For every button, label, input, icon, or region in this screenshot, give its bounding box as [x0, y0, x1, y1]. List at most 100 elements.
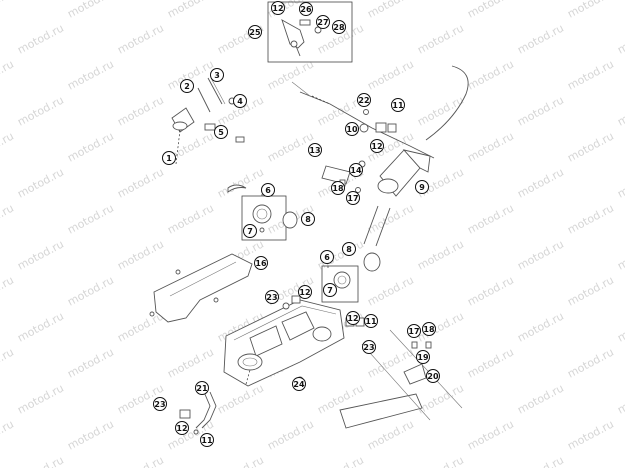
- bushing-11a: [375, 122, 387, 133]
- callout-circle: [162, 151, 176, 165]
- watermark-text: motod.ru: [365, 417, 416, 452]
- callout-2: 2: [180, 79, 194, 93]
- fitting-5: [204, 123, 216, 131]
- watermark-text: motod.ru: [365, 273, 416, 308]
- watermark-text: motod.ru: [115, 165, 166, 200]
- callout-number: 19: [417, 353, 429, 362]
- pipe-assembly-left: [171, 77, 247, 193]
- watermark-text: motod.ru: [0, 0, 16, 21]
- callout-number: 17: [347, 194, 358, 203]
- inset-frame: [267, 1, 353, 63]
- callout-number: 23: [154, 400, 165, 409]
- watermark-text: motod.ru: [115, 453, 166, 468]
- callout-circle: [210, 68, 224, 82]
- callout-number: 11: [392, 101, 404, 110]
- watermark-text: motod.ru: [0, 57, 16, 92]
- callout-16: 16: [254, 256, 268, 270]
- elbow-pipe-21: [195, 391, 211, 429]
- watermark-text: motod.ru: [265, 129, 316, 164]
- long-bar: [339, 393, 423, 429]
- callout-circle: [331, 181, 345, 195]
- manifold-port-right: [312, 326, 332, 342]
- watermark-text: motod.ru: [215, 381, 266, 416]
- elbow-clip: [179, 409, 191, 419]
- callout-circle: [265, 290, 279, 304]
- linkage-rod: [295, 45, 301, 57]
- watermark-text: motod.ru: [465, 129, 516, 164]
- watermark-text: motod.ru: [0, 417, 16, 452]
- linkage-bolt: [299, 19, 311, 26]
- guide-line: [361, 343, 431, 421]
- watermark-text: motod.ru: [565, 57, 616, 92]
- watermark-text: motod.ru: [515, 165, 566, 200]
- watermark-text: motod.ru: [65, 129, 116, 164]
- watermark-text: motod.ru: [15, 165, 66, 200]
- callout-circle: [180, 79, 194, 93]
- callout-12: 12: [346, 311, 360, 325]
- watermark-text: motod.ru: [165, 201, 216, 236]
- callout-11: 11: [391, 98, 405, 112]
- manifold-port-left: [237, 353, 263, 371]
- callout-9: 9: [415, 180, 429, 194]
- callout-circle: [292, 377, 306, 391]
- manifold-top-rim: [233, 305, 337, 341]
- callout-11: 11: [364, 314, 378, 328]
- elbow-lower-left: [179, 391, 217, 435]
- callout-circle: [316, 15, 330, 29]
- watermark-text: motod.ru: [215, 453, 266, 468]
- watermark-text: motod.ru: [415, 381, 466, 416]
- callout-number: 8: [305, 215, 311, 224]
- callout-circle: [243, 224, 257, 238]
- callout-circle: [195, 381, 209, 395]
- callout-circle: [357, 93, 371, 107]
- callout-24: 24: [292, 377, 306, 391]
- watermark-text: motod.ru: [565, 129, 616, 164]
- watermark-text: motod.ru: [465, 57, 516, 92]
- watermark-text: motod.ru: [615, 381, 625, 416]
- callout-number: 5: [218, 128, 224, 137]
- callout-circle: [308, 143, 322, 157]
- callout-circle: [415, 180, 429, 194]
- bushing-12c: [291, 295, 301, 304]
- watermark-text: motod.ru: [465, 201, 516, 236]
- watermark-text: motod.ru: [165, 345, 216, 380]
- callout-number: 21: [196, 384, 208, 393]
- callout-number: 3: [214, 71, 220, 80]
- spring-rod-3: [207, 77, 223, 105]
- callout-circle: [345, 122, 359, 136]
- bracket-13: [321, 165, 351, 185]
- guide-line-2: [389, 329, 463, 409]
- spring-rod-3b: [210, 77, 226, 105]
- callout-12: 12: [370, 139, 384, 153]
- bolt-17: [355, 187, 361, 193]
- callout-number: 11: [365, 317, 377, 326]
- watermark-text: motod.ru: [615, 93, 625, 128]
- callout-number: 28: [333, 23, 345, 32]
- clamp-ring-6b: [333, 271, 351, 289]
- watermark-text: motod.ru: [0, 201, 16, 236]
- callout-number: 12: [371, 142, 382, 151]
- callout-circle: [320, 250, 334, 264]
- watermark-text: motod.ru: [115, 309, 166, 344]
- callout-number: 6: [265, 186, 271, 195]
- callout-7: 7: [243, 224, 257, 238]
- callout-circle: [416, 350, 430, 364]
- watermark-text: motod.ru: [465, 273, 516, 308]
- callout-number: 25: [249, 28, 261, 37]
- heat-shield-16: [149, 253, 253, 323]
- bushing-cluster-upper: [359, 109, 397, 133]
- shield-lip: [169, 261, 237, 297]
- callout-14: 14: [349, 163, 363, 177]
- tube-to-mid-2: [375, 207, 391, 247]
- callout-12: 12: [298, 285, 312, 299]
- cable-line-2: [291, 81, 311, 97]
- callout-number: 4: [237, 97, 243, 106]
- bracket-lower-right: [339, 329, 463, 429]
- watermark-text: motod.ru: [315, 453, 366, 468]
- callout-10: 10: [345, 122, 359, 136]
- callout-number: 27: [317, 18, 328, 27]
- callout-circle: [175, 421, 189, 435]
- tube-to-mid: [363, 205, 379, 245]
- watermark-text: motod.ru: [615, 237, 625, 272]
